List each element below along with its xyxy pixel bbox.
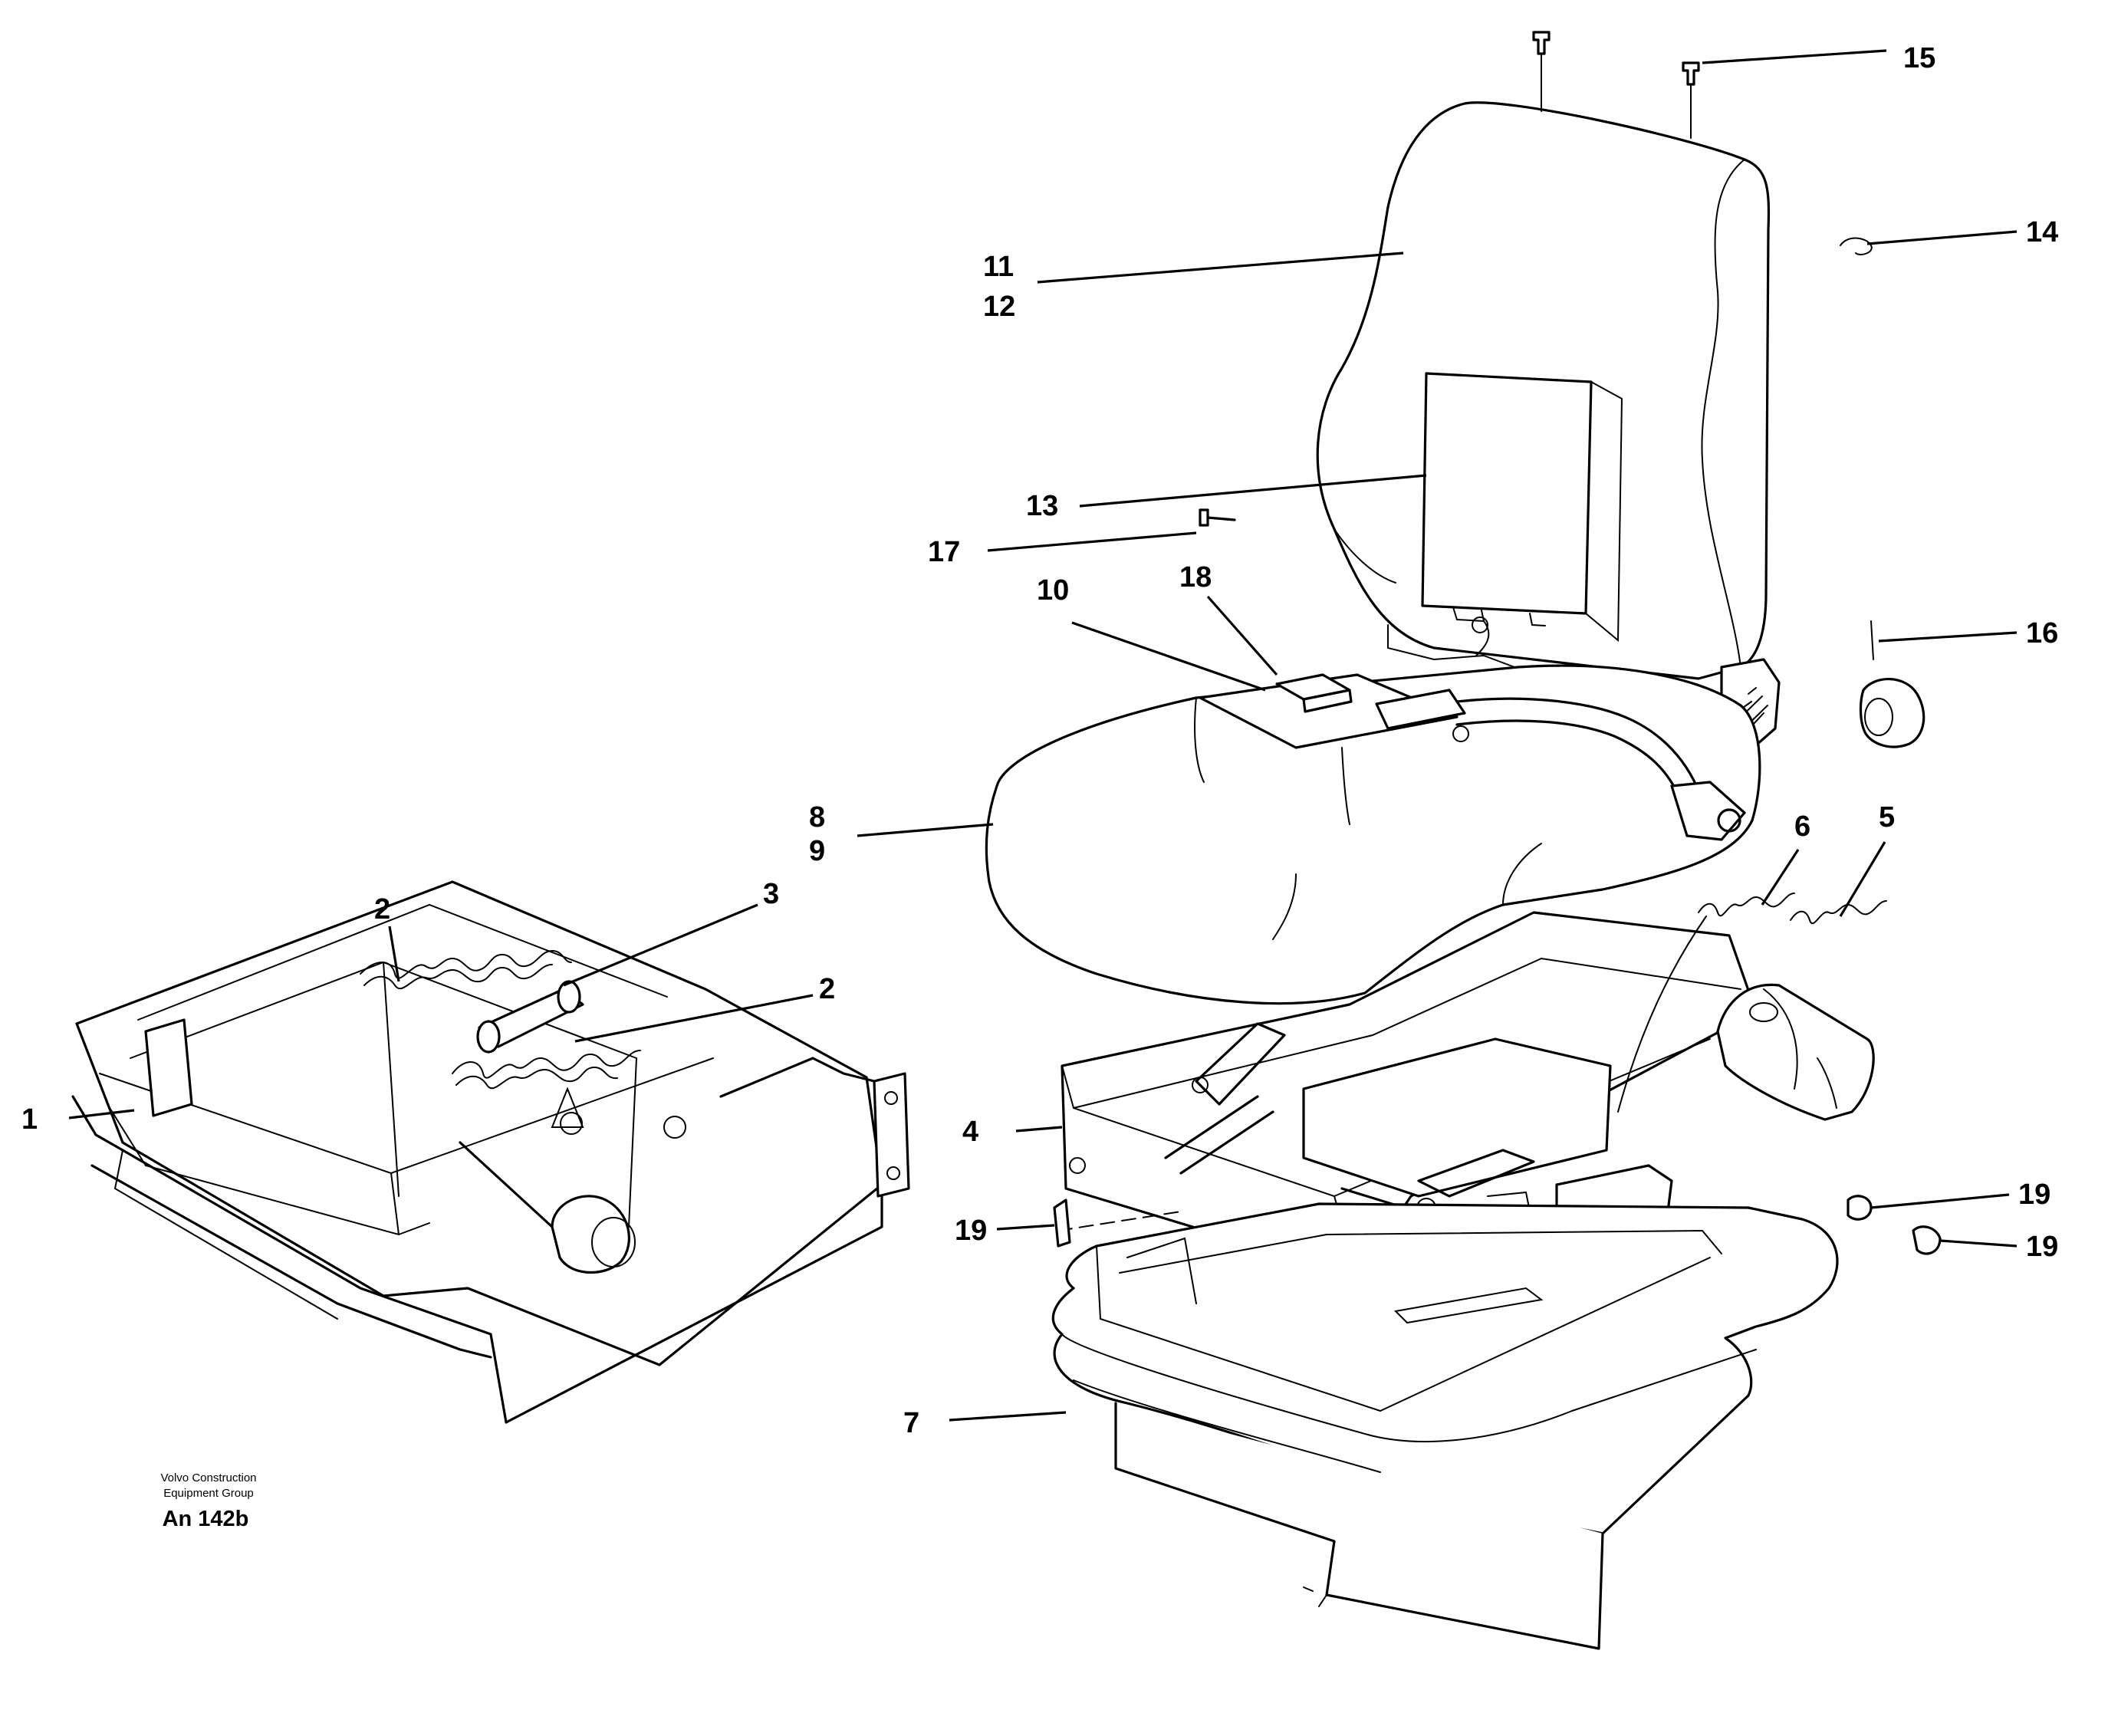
backrest — [1316, 101, 1781, 757]
callout-4: 4 — [962, 1116, 978, 1148]
callout-18: 18 — [1179, 561, 1212, 593]
suspension-frame — [1061, 911, 1758, 1285]
leader-lines — [68, 49, 2018, 1422]
drawing-code: An 142b — [163, 1507, 249, 1531]
callout-3: 3 — [763, 878, 779, 910]
callout-10: 10 — [1037, 574, 1069, 607]
callout-2-upper: 2 — [374, 893, 390, 926]
callout-15: 15 — [1903, 42, 1935, 74]
callout-8: 8 — [809, 801, 825, 833]
callout-17: 17 — [928, 536, 960, 568]
callout-9: 9 — [809, 835, 825, 867]
callout-12: 12 — [983, 291, 1015, 323]
small-parts — [1053, 31, 1942, 1255]
slide-rail-assembly — [71, 880, 910, 1424]
callout-13: 13 — [1026, 490, 1058, 522]
seat-cushion — [985, 664, 1761, 1005]
callout-7: 7 — [903, 1407, 919, 1439]
callout-6: 6 — [1794, 810, 1810, 843]
callout-16: 16 — [2026, 617, 2058, 649]
callout-labels: 1 2 2 3 4 5 6 7 8 9 10 11 12 13 14 15 16… — [21, 42, 2058, 1439]
credit-block: Volvo Construction Equipment Group An 14… — [160, 1471, 256, 1531]
callout-1: 1 — [21, 1103, 38, 1136]
callout-11: 11 — [983, 251, 1014, 283]
callout-14: 14 — [2026, 216, 2058, 248]
credit-line-1: Volvo Construction — [160, 1471, 256, 1484]
bellows-cover — [1051, 1202, 1839, 1650]
callout-5: 5 — [1879, 801, 1895, 833]
callout-19-right-upper: 19 — [2018, 1179, 2050, 1211]
side-cover — [1716, 983, 1875, 1121]
callout-19-right-lower: 19 — [2026, 1231, 2058, 1263]
credit-line-2: Equipment Group — [163, 1487, 254, 1500]
callout-19-left: 19 — [955, 1215, 987, 1247]
callout-2-lower: 2 — [819, 973, 835, 1005]
